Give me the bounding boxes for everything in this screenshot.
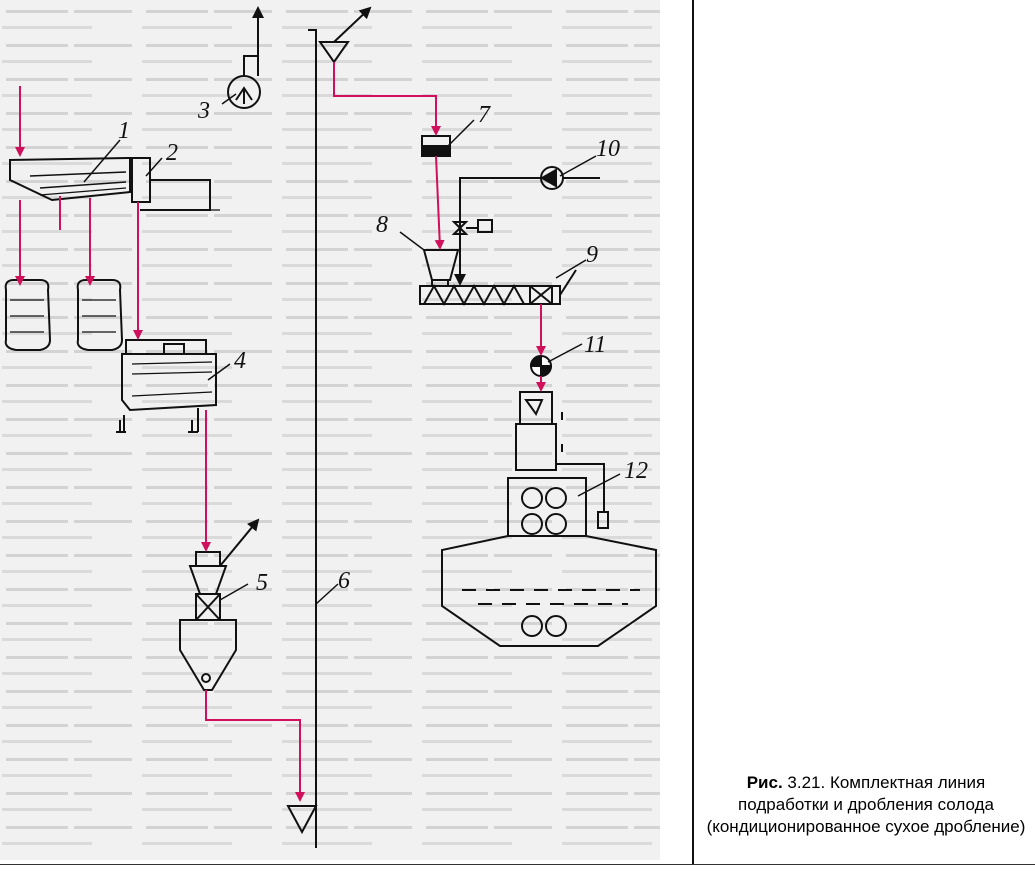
label-5: 5 [256,570,268,596]
bags [4,279,124,351]
label-7: 7 [478,102,491,128]
separator-1 [9,156,131,202]
label-12: 12 [624,458,648,484]
pump-10 [451,166,600,260]
label-1: 1 [118,118,130,144]
bottom-rule [0,864,1035,865]
label-8: 8 [376,212,388,238]
label-3: 3 [197,98,210,124]
scale-4 [116,339,217,433]
label-9: 9 [586,242,598,268]
label-4: 4 [234,348,246,374]
label-6: 6 [338,568,350,594]
figure-caption: Рис. 3.21. Комплектная линия подработки … [706,772,1026,838]
caption-prefix: Рис. [746,773,783,792]
hopper-5 [179,518,260,691]
label-2: 2 [166,140,178,166]
column-divider [692,0,694,865]
caption-text: 3.21. Комплектная линия подработки и дро… [706,773,1026,836]
fan-3 [227,6,264,109]
cyclone-top [308,6,372,90]
outlet-bottom [286,805,318,835]
screw-conveyor-9 [419,269,577,307]
product-flow-lines [15,62,546,802]
aspirator-2 [131,157,220,211]
label-10: 10 [596,136,620,162]
label-11: 11 [584,332,606,358]
process-flow-diagram: 1 2 3 4 5 6 7 8 9 10 11 12 [0,0,660,860]
roller-mill-12 [441,391,657,647]
scanned-text-texture [0,0,660,860]
leader-lines [83,93,621,605]
feed-valve-11 [529,354,553,378]
